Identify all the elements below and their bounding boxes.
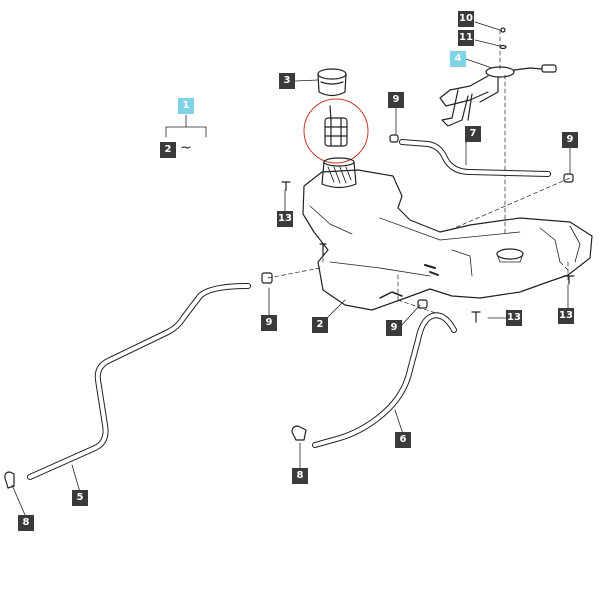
callout-8-hose-clip: 8	[18, 515, 34, 531]
callout-9-return-clamp: 9	[386, 320, 402, 336]
callout-2-assembly: 2	[160, 142, 176, 158]
filler-cap	[317, 68, 347, 97]
callout-7: 7	[465, 126, 481, 142]
fuel-sender-unit	[439, 64, 557, 127]
mounting-bolts	[281, 181, 575, 323]
filler-neck	[321, 157, 357, 189]
screw-washer	[499, 27, 507, 50]
callout-1: 1	[178, 98, 194, 114]
callout-9-vent-clamp: 9	[388, 92, 404, 108]
filter-strainer	[303, 98, 369, 164]
hose-clamps	[261, 134, 574, 309]
callout-9-hose-clamp: 9	[261, 315, 277, 331]
tilde-symbol: ~	[180, 140, 192, 156]
leader-lines	[11, 21, 571, 516]
callout-13-left-bolt: 13	[277, 211, 293, 227]
callout-11: 11	[458, 30, 474, 46]
fuel-hose-return	[312, 312, 457, 448]
fuel-hose-long	[27, 283, 251, 480]
callout-4: 4	[450, 51, 466, 67]
vent-hose	[399, 139, 551, 177]
callout-2-tank: 2	[312, 317, 328, 333]
callout-3: 3	[279, 73, 295, 89]
callout-13-center-bolt: 13	[506, 310, 522, 326]
callout-9-right-clamp: 9	[562, 132, 578, 148]
callout-13-right-bolt: 13	[558, 308, 574, 324]
callout-5: 5	[72, 490, 88, 506]
hose-clips	[4, 425, 307, 489]
callout-10: 10	[458, 11, 474, 27]
fuel-tank	[302, 169, 593, 311]
callout-6: 6	[395, 432, 411, 448]
callout-8-return-clip: 8	[292, 468, 308, 484]
